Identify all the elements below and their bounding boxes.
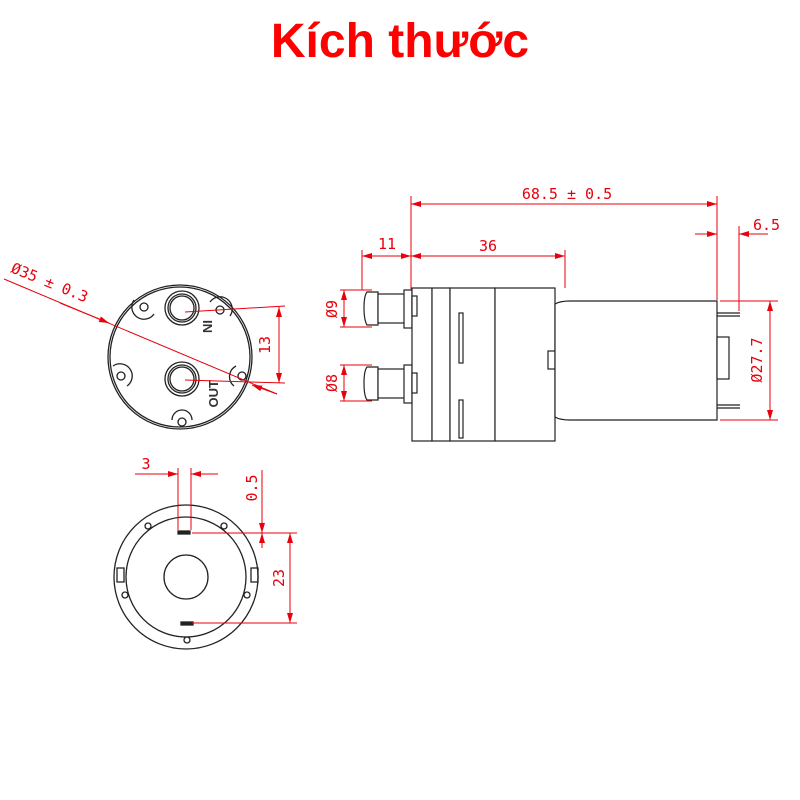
nozzle-length-label: 11 — [378, 235, 396, 253]
outlet-diameter-label: Ø8 — [323, 374, 341, 392]
terminal-width-label: 3 — [141, 455, 150, 473]
rear-view — [113, 504, 259, 650]
terminal-offset-label: 0.5 — [243, 474, 261, 501]
inlet-diameter-label: Ø9 — [323, 300, 341, 318]
diameter-35-label: Ø35 ± 0.3 — [9, 259, 91, 306]
front-view-dimensions — [3, 278, 286, 395]
page-title: Kích thước — [270, 15, 530, 68]
in-port-label: IN — [200, 320, 215, 333]
terminal-length-label: 6.5 — [753, 216, 780, 234]
front-view — [107, 284, 253, 430]
out-port-label: OUT — [206, 380, 221, 408]
terminal-spacing-label: 23 — [270, 569, 288, 587]
motor-diameter-label: Ø27.7 — [748, 337, 766, 382]
overall-length-label: 68.5 ± 0.5 — [522, 185, 612, 203]
rear-view-dimensions — [135, 468, 297, 624]
side-view — [363, 287, 740, 442]
port-spacing-13-label: 13 — [256, 336, 274, 354]
pump-head-length-label: 36 — [479, 237, 497, 255]
side-view-dimensions — [340, 196, 778, 421]
